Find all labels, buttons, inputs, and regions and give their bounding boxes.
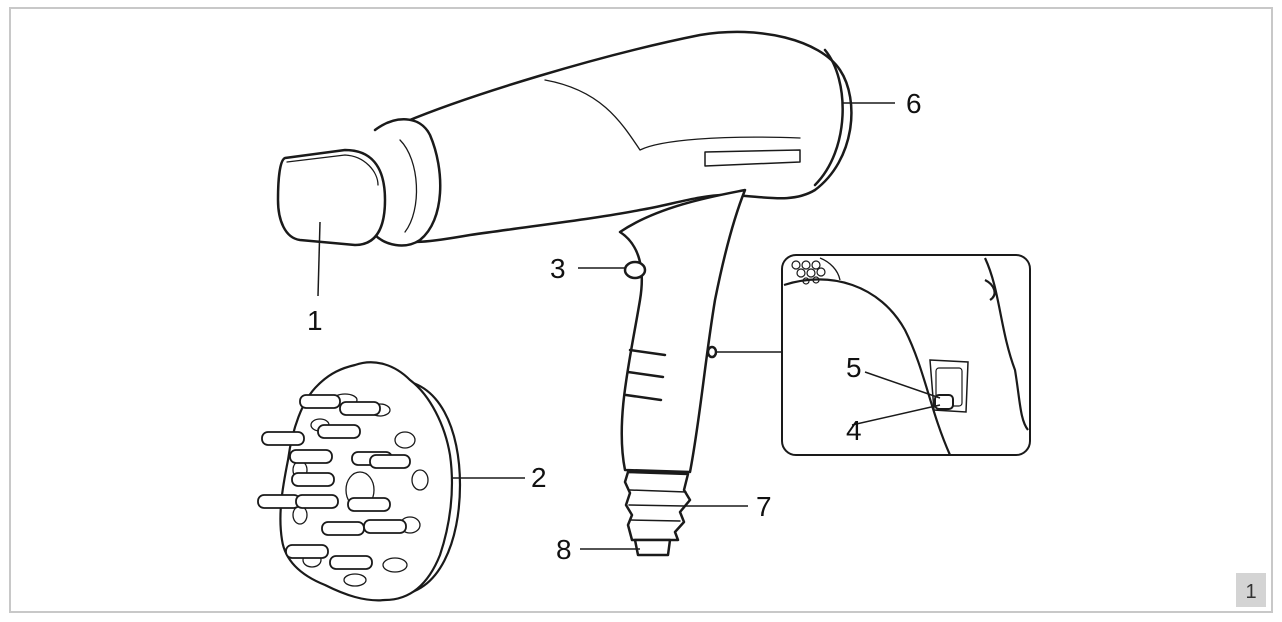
grip-line-2 xyxy=(626,370,665,379)
inset-handle xyxy=(783,257,1029,456)
callout-2-label: 2 xyxy=(531,462,547,493)
dryer-neck xyxy=(373,118,442,247)
concentrator-nozzle xyxy=(276,148,387,247)
callout-4-label: 4 xyxy=(846,415,862,446)
diffuser-disc xyxy=(279,361,454,602)
leader-4 xyxy=(851,404,941,426)
rear-cap xyxy=(813,48,844,187)
hair-dryer xyxy=(276,30,853,557)
inset-grille xyxy=(791,260,826,285)
callout-5-label: 5 xyxy=(846,352,862,383)
figure-number-badge xyxy=(1236,573,1266,607)
neck-contour xyxy=(399,139,418,233)
grip-line-1 xyxy=(628,348,667,357)
figure-border xyxy=(9,7,1273,613)
hanging-loop xyxy=(633,538,672,557)
switch-position-marker xyxy=(706,345,718,359)
dryer-body xyxy=(393,30,853,244)
side-vent xyxy=(704,149,801,167)
callout-6-label: 6 xyxy=(906,88,922,119)
inset-border xyxy=(781,254,1031,456)
switch-detail-inset xyxy=(715,254,1031,456)
switch-slot xyxy=(929,359,969,413)
nozzle-lip xyxy=(286,154,379,186)
grip-line-3 xyxy=(624,393,663,402)
callout-1-label: 1 xyxy=(307,305,323,336)
leader-5 xyxy=(864,371,941,399)
callout-3-label: 3 xyxy=(550,253,566,284)
callout-8-label: 8 xyxy=(556,534,572,565)
protector-rings xyxy=(628,489,687,522)
leader-1 xyxy=(317,221,321,297)
cool-shot-button xyxy=(623,260,647,280)
leader-lines xyxy=(317,102,941,550)
diffuser-pins xyxy=(257,394,411,570)
body-contour xyxy=(544,79,801,151)
dryer-handle xyxy=(618,188,747,474)
diffuser xyxy=(257,361,462,602)
callout-7-label: 7 xyxy=(756,491,772,522)
figure-number: 1 xyxy=(1245,581,1256,603)
